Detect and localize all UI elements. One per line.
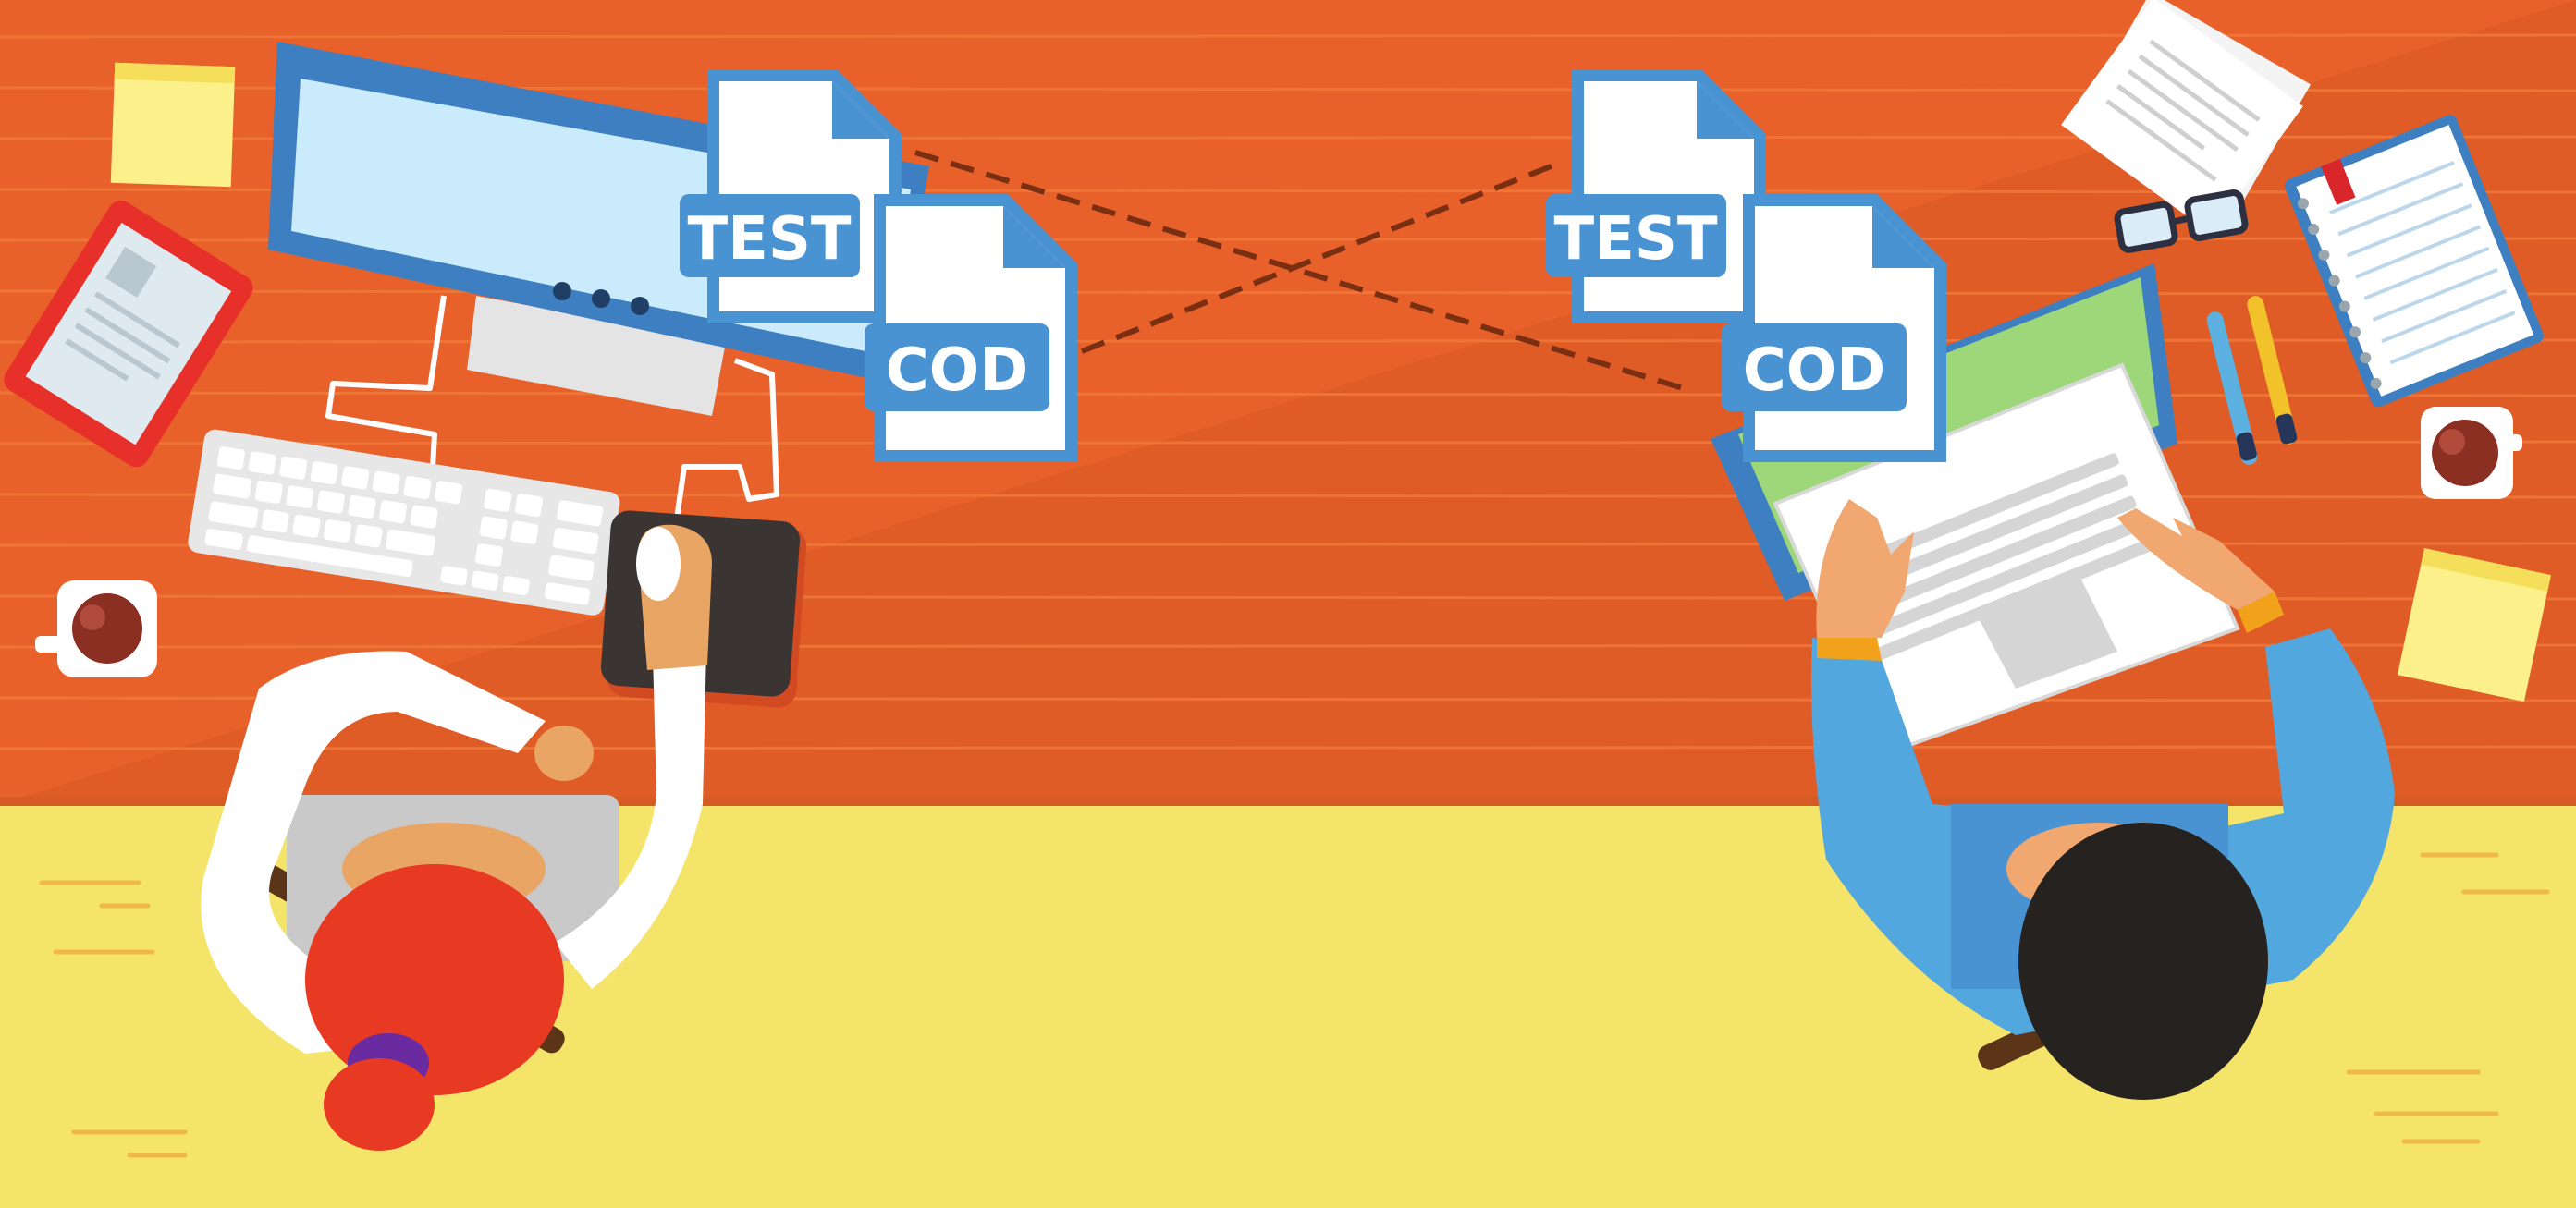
file-label-code-left: COD	[886, 336, 1029, 405]
file-label-test-left: TEST	[687, 205, 851, 274]
file-icon-code-left: COD	[865, 194, 1077, 462]
file-icon-code-right: COD	[1722, 194, 1946, 462]
file-label-code-right: COD	[1743, 336, 1886, 405]
file-exchange-lines	[914, 150, 1684, 391]
keyboard-icon	[188, 429, 620, 616]
sticky-note-icon	[2397, 548, 2551, 702]
file-icon-test-right: TEST	[1546, 69, 1766, 323]
sticky-note-icon	[110, 62, 236, 188]
file-icon-test-left: TEST	[680, 69, 902, 323]
file-label-test-right: TEST	[1553, 205, 1717, 274]
glasses-icon	[2114, 189, 2249, 253]
coffee-mug-icon	[35, 580, 157, 677]
tablet-icon	[4, 200, 253, 468]
left-person	[201, 524, 712, 1151]
notebook-icon	[2284, 115, 2544, 408]
pen-icon	[2206, 296, 2298, 465]
cables	[325, 295, 779, 532]
floor-lines	[39, 852, 2550, 1158]
papers	[2061, 0, 2312, 234]
right-person	[1811, 499, 2395, 1100]
coffee-mug-icon	[2421, 407, 2522, 499]
